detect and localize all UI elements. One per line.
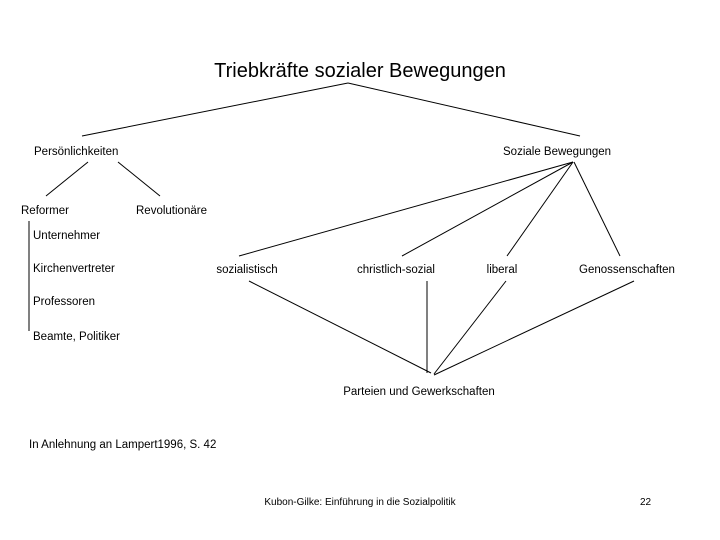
node-liberal[interactable]: liberal (486, 264, 518, 276)
node-beamte-politiker[interactable]: Beamte, Politiker (33, 331, 120, 343)
edge-soziale-bewegungen-to-christlich-sozial (401, 161, 574, 257)
node-sozialistisch[interactable]: sozialistisch (216, 264, 278, 276)
node-kirchenvertreter[interactable]: Kirchenvertreter (33, 263, 115, 275)
node-reformer[interactable]: Reformer (21, 205, 69, 217)
edge-liberal-to-parteien (433, 280, 507, 375)
node-soziale-bewegungen[interactable]: Soziale Bewegungen (503, 146, 612, 158)
node-revolutionaere[interactable]: Revolutionäre (136, 205, 207, 217)
node-genossenschaften[interactable]: Genossenschaften (579, 264, 675, 276)
edge-genossenschaften-to-parteien (433, 280, 635, 376)
edge-title-to-persoenlichkeiten (81, 82, 349, 137)
node-professoren[interactable]: Professoren (33, 296, 96, 308)
edge-soziale-bewegungen-to-sozialistisch (238, 161, 574, 257)
edge-soziale-bewegungen-to-liberal (506, 161, 574, 257)
page-title: Triebkräfte sozialer Bewegungen (214, 60, 506, 82)
node-christlich-sozial[interactable]: christlich-sozial (357, 264, 435, 276)
edge-soziale-bewegungen-to-genossenschaften (573, 161, 621, 257)
source-note: In Anlehnung an Lampert1996, S. 42 (29, 439, 217, 451)
node-unternehmer[interactable]: Unternehmer (33, 230, 101, 242)
edge-persoenlichkeiten-to-reformer (45, 161, 89, 197)
edge-persoenlichkeiten-to-revolutionaere (117, 161, 161, 197)
page-number: 22 (640, 497, 652, 508)
footer-text: Kubon-Gilke: Einführung in die Sozialpol… (264, 497, 456, 508)
node-parteien-und-gewerkschaften[interactable]: Parteien und Gewerkschaften (343, 386, 495, 398)
edge-sozialistisch-to-parteien (248, 280, 432, 374)
edge-title-to-soziale-bewegungen (347, 82, 581, 137)
node-persoenlichkeiten[interactable]: Persönlichkeiten (34, 146, 119, 158)
